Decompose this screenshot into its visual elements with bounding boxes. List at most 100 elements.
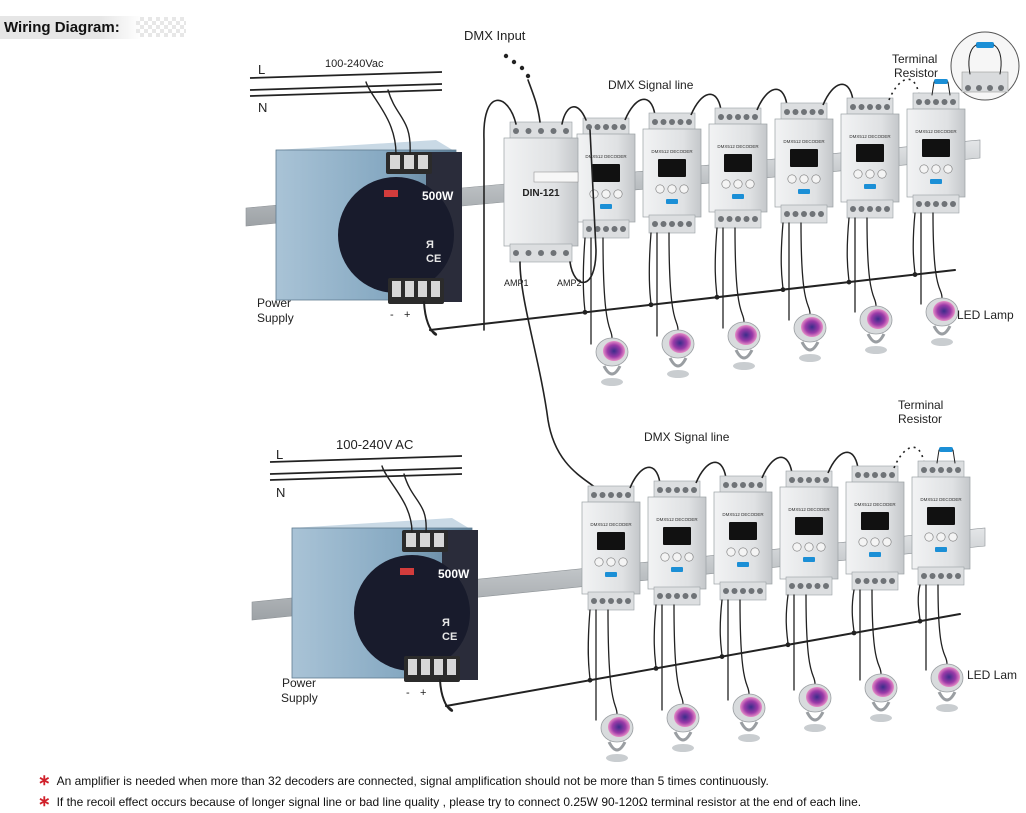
- bus-tap-wire: [587, 609, 591, 681]
- lamp-bracket: [734, 349, 754, 360]
- top-supply-label: Supply: [257, 311, 294, 325]
- module-body: [503, 137, 579, 247]
- decoder-display: [856, 144, 884, 162]
- decoder-model-label: DMX512 DECODER: [854, 502, 896, 507]
- terminal-screw: [405, 281, 414, 297]
- power-bus-wire: [429, 269, 956, 331]
- top-led-lamp-label: LED Lamp: [957, 308, 1014, 322]
- terminal-screw: [823, 583, 829, 589]
- power-bus-wire: [423, 301, 437, 336]
- decoder-button: [877, 169, 887, 179]
- decoder-address-badge: [732, 194, 744, 199]
- resistor-lead: [952, 449, 956, 464]
- decoder-address-badge: [798, 189, 810, 194]
- terminal-screw: [797, 583, 804, 589]
- decoder-button: [667, 184, 677, 194]
- bus-junction-dot: [582, 309, 588, 315]
- decoder-display: [927, 507, 955, 525]
- lamp-wire: [932, 212, 943, 299]
- terminal-screw: [950, 201, 956, 207]
- terminal-screw: [976, 85, 982, 91]
- lamp-bracket: [805, 711, 825, 722]
- mains-drop-wire: [387, 89, 411, 155]
- lamp-lens: [872, 677, 894, 697]
- terminal-screw: [657, 487, 663, 493]
- bus-tap-wire: [917, 584, 921, 622]
- dmx-decoder: DMX512 DECODER: [845, 465, 905, 591]
- decoder-model-label: DMX512 DECODER: [656, 517, 698, 522]
- decoder-button: [811, 174, 821, 184]
- terminal-screw: [998, 85, 1004, 91]
- led-lamp-icon: [925, 297, 959, 346]
- bus-tap-wire: [653, 604, 657, 670]
- terminal-screw: [550, 128, 557, 134]
- lamp-lens: [603, 341, 625, 361]
- bottom-line-n-label: N: [276, 485, 286, 500]
- terminal-screw: [784, 211, 790, 217]
- amp1-to-bottom-wire: [519, 261, 601, 493]
- terminal-screw: [748, 588, 755, 594]
- amplifier-out-wire: [561, 106, 587, 125]
- terminal-screw: [591, 492, 597, 498]
- terminal-screw: [748, 482, 755, 488]
- header-pattern: [135, 17, 186, 37]
- decoder-display: [592, 164, 620, 182]
- dmx-input-dot: [519, 65, 525, 71]
- amp2-out-wire: [569, 129, 597, 284]
- terminal-screw: [950, 99, 956, 105]
- lamp-base: [606, 754, 628, 762]
- psu-dark-disc: [354, 555, 470, 671]
- terminal-screw: [726, 114, 733, 120]
- terminal-screw: [752, 114, 758, 120]
- terminal-screw: [652, 221, 658, 227]
- terminal-screw: [814, 583, 821, 589]
- decoder-button: [816, 542, 826, 552]
- terminal-screw: [875, 104, 882, 110]
- terminal-screw: [718, 114, 724, 120]
- dmx-decoder: DMX512 DECODER: [840, 97, 900, 219]
- dmx-signal-wire: [761, 456, 793, 479]
- note-1-text: An amplifier is needed when more than 32…: [56, 774, 769, 788]
- terminal-screw: [691, 487, 697, 493]
- terminal-screw: [550, 250, 557, 256]
- terminal-screw: [686, 119, 692, 125]
- dmx-input-dot: [525, 73, 531, 79]
- bottom-ac-label: 100-240V AC: [336, 437, 414, 452]
- bottom-power-label: Power: [282, 676, 317, 690]
- resistor-lead: [968, 44, 977, 75]
- lamp-lens: [938, 667, 960, 687]
- led-lamp-icon: [666, 703, 700, 752]
- decoder-button: [936, 532, 946, 542]
- terminal-screw: [941, 201, 948, 207]
- psu-minus-label: -: [406, 687, 410, 699]
- dmx-decoder: DMX512 DECODER: [581, 485, 641, 611]
- terminal-screw: [757, 482, 763, 488]
- terminal-screw: [408, 659, 417, 675]
- terminal-screw: [665, 487, 672, 493]
- decoder-button: [684, 552, 694, 562]
- terminal-screw: [850, 206, 856, 212]
- terminal-screw: [850, 104, 856, 110]
- decoder-model-label: DMX512 DECODER: [920, 497, 962, 502]
- terminal-screw: [434, 533, 444, 547]
- decoder-button: [672, 552, 682, 562]
- bus-tap-wire: [582, 237, 586, 313]
- dmx-decoder: DMX512 DECODER: [642, 112, 702, 234]
- lamp-wire: [866, 217, 877, 307]
- decoder-display: [658, 159, 686, 177]
- terminal-screw: [665, 593, 672, 599]
- terminal-screw: [809, 211, 816, 217]
- terminal-screw: [723, 588, 729, 594]
- terminal-screw: [669, 221, 675, 227]
- amp1-label: AMP1: [504, 278, 529, 288]
- bus-junction-dot: [785, 642, 791, 648]
- decoder-display: [861, 512, 889, 530]
- lamp-base: [804, 724, 826, 732]
- terminal-screw: [431, 281, 440, 297]
- terminal-screw: [625, 598, 631, 604]
- ul-mark-icon: Я: [426, 239, 434, 251]
- psu-minus-label: -: [390, 309, 394, 321]
- decoder-button: [853, 169, 863, 179]
- bus-tap-wire: [912, 212, 916, 276]
